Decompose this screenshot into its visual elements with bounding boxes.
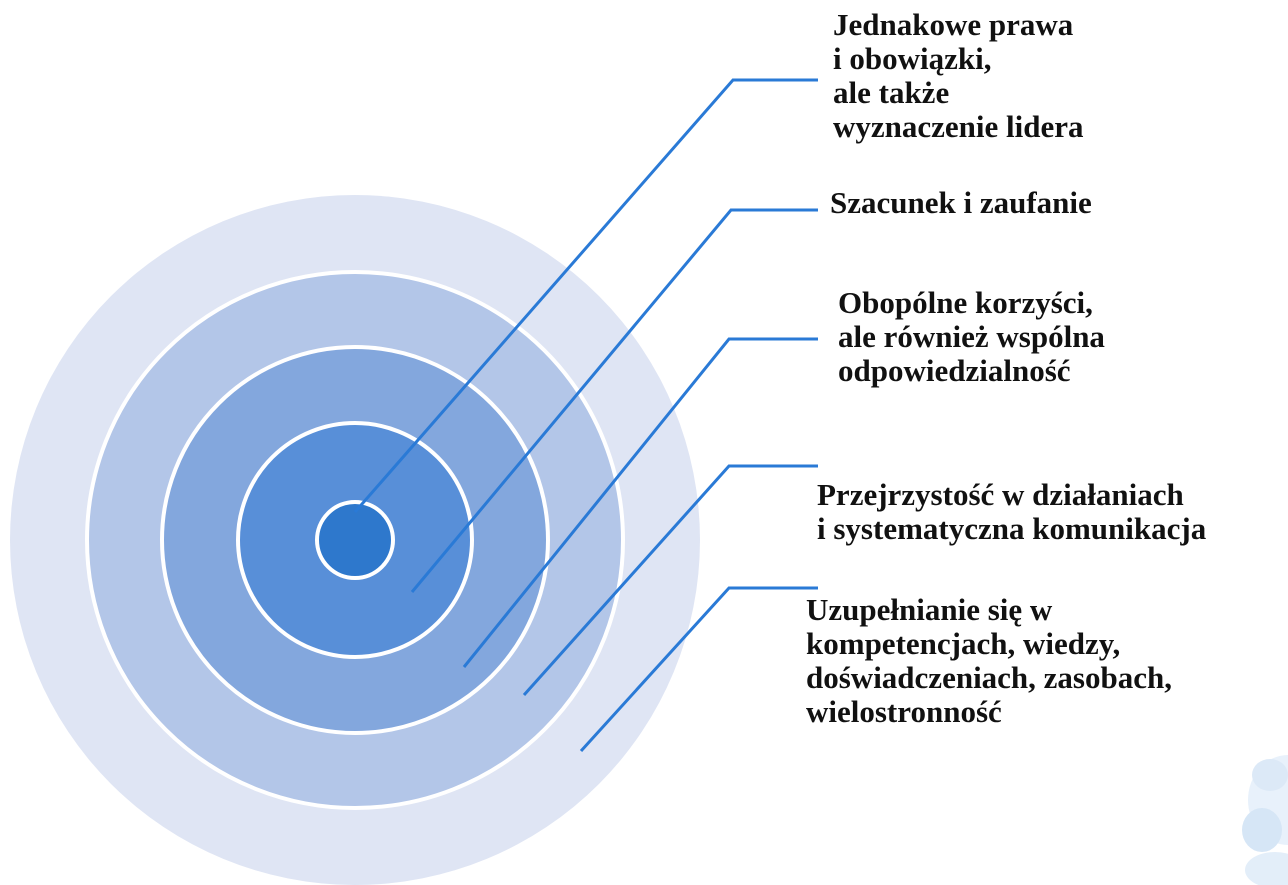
leader-line-4 [522,464,818,697]
layer-label-3: Obopólne korzyści, ale również wspólna o… [838,286,1105,388]
layer-label-5-line-4: wielostronność [806,694,1002,729]
layer-label-1-line-3: ale także [833,75,950,110]
layer-label-5: Uzupełnianie się w kompetencjach, wiedzy… [806,593,1172,729]
layer-label-3-line-1: Obopólne korzyści, [838,285,1093,320]
leader-line-1 [353,78,818,513]
layer-label-2-line-1: Szacunek i zaufanie [830,185,1092,220]
layer-label-4-line-2: i systematyczna komunikacja [817,511,1207,546]
layer-label-5-line-3: doświadczeniach, zasobach, [806,660,1172,695]
layer-label-5-line-1: Uzupełnianie się w [806,592,1053,627]
layer-label-1-line-1: Jednakowe prawa [833,7,1074,42]
layer-label-3-line-2: ale również wspólna [838,319,1105,354]
layer-label-4-line-1: Przejrzystość w działaniach [817,477,1184,512]
layer-label-1: Jednakowe prawa i obowiązki, ale także w… [833,8,1084,144]
leader-line-5 [579,586,818,753]
layer-label-1-line-2: i obowiązki, [833,41,992,76]
layer-label-3-line-3: odpowiedzialność [838,353,1071,388]
ring-core [315,500,395,580]
leader-line-3 [462,337,818,668]
layer-label-4: Przejrzystość w działaniach i systematyc… [817,478,1206,546]
layer-label-1-line-4: wyznaczenie lidera [833,109,1084,144]
leader-line-2 [410,208,818,593]
layer-label-5-line-2: kompetencjach, wiedzy, [806,626,1121,661]
layer-label-2: Szacunek i zaufanie [830,186,1092,220]
decorative-figure-icon [1242,755,1288,885]
